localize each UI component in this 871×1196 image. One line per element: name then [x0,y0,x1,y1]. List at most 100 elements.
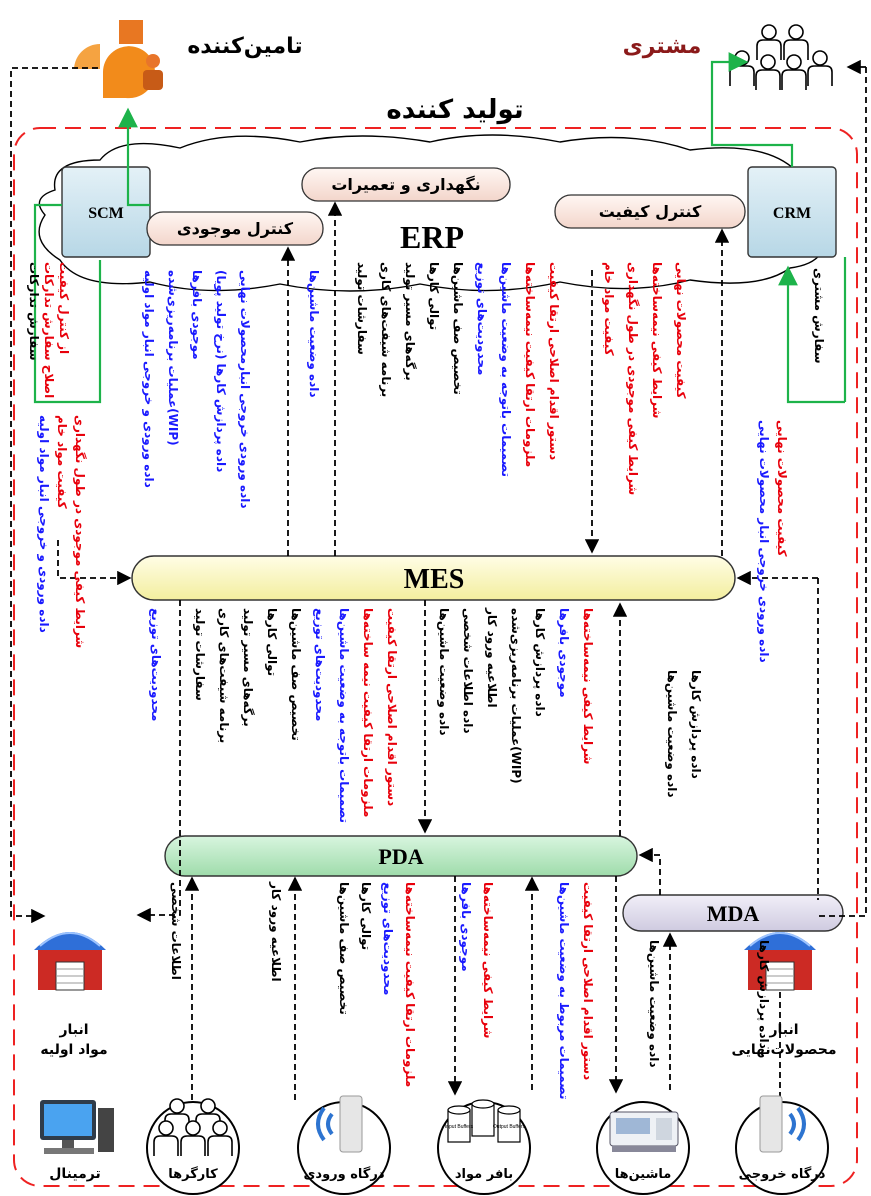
buffers-icon [447,1099,521,1143]
pda-to-buffer-label: ملزومات ارتقا کیفیت نیمه‌ساخته‌ها [402,882,417,1087]
pda-to-mes-label: موجودی بافرها [556,608,571,698]
exit-gate-icon [759,1095,806,1153]
mda-to-pda-label: داده وضعیت ماشین‌ها [664,670,679,798]
scm-left-label: اصلاح سفارش تدارکات [42,262,56,398]
raw-warehouse-line2: مواد اولیه [40,1042,107,1058]
mes-to-inventory-label: داده ورودی خروجی انبارمحصولات نهایی [237,270,252,509]
supplier-icon [74,20,163,99]
buffer-to-pda-label: شرایط کیفی نیمه‌ساخته‌ها [481,882,495,1038]
green-order-flows [33,52,847,404]
mes-to-pda-label: ملزومات ارتقا کیفیت نیمه ساخته‌ها [360,608,375,817]
producer-title: تولید کننده [386,95,523,125]
crm-label: CRM [773,205,811,222]
erp-to-mes-label: برنامه شیفت‌های کاری [379,262,393,397]
final-to-mes-label: کیفیت محصولات نهایی [774,420,789,556]
mes-to-inventory-label: موجودی بافرها [189,270,204,360]
raw-to-mes-label: شرایط کیفی موجودی در طول نگهداری [72,415,87,648]
pda-to-mes-label: داده پردازش کارها [533,608,547,717]
entry-to-pda-label: اطلاعیه ورود کار [268,881,283,982]
scm-left-label: از کنترل کیفیت [57,262,71,354]
pda-to-machines-label: تصمیمات مربوط به وضعیت ماشین‌ها [556,882,571,1099]
erp-to-mes-label: تصمیمات باتوجه به وضعیت ماشین‌ها [498,262,513,477]
final-warehouse-line1: انبار [768,1022,798,1038]
mes-box[interactable] [131,555,736,601]
mes-to-pda-label: برنامه شیفت‌های کاری [217,608,231,743]
mes-to-pda-label: برگه‌های مسیر تولید [240,608,255,727]
maintenance-label: نگهداری و تعمیرات [331,175,480,194]
erp-title: ERP [400,219,464,255]
machine-icon [609,1111,679,1152]
buffer-to-pda-label: موجودی بافرها [458,882,473,972]
output-buffers-label: Output Buffers [493,1124,526,1130]
quality-label: کنترل کیفیت [599,202,702,221]
pda-to-buffer-label: توالی کارها [358,882,373,950]
erp-to-mes-label: تخصیص صف ماشین‌ها [451,262,465,395]
exit-to-mda-label: داده پردازش کارها [757,940,771,1049]
mes-to-quality-label: کیفیت مواد خام [601,262,616,356]
mes-to-maintenance-label: داده وضعیت ماشین‌ها [306,270,321,398]
mes-to-quality-label: شرایط کیفی نیمه‌ساخته‌ها [650,262,664,418]
pda-to-buffer-label: تخصیص صف ماشین‌ها [337,882,351,1015]
erp-to-mes-label: برگه‌های مسیر تولید [402,262,417,381]
mes-label: MES [404,564,465,595]
erp-to-mes-label: توالی کارها [426,262,441,330]
mes-to-quality-label: شرایط کیفی موجودی در طول نگهداری [625,262,640,495]
mes-to-pda-label: تصمیمات باتوجه به وضعیت ماشین‌ها [336,608,351,823]
mes-to-pda-label: توالی کارها [264,608,279,676]
machines-to-mda-label: داده وضعیت ماشین‌ها [646,940,661,1068]
mda-label: MDA [707,901,760,926]
pda-to-machines-label: دستور اقدام اصلاحی ارتقا کیفیت [580,882,595,1080]
scm-left-label: سفارش تدارکات [27,262,41,361]
mes-to-pda-label: سفارشات تولید [192,608,207,701]
terminal-label: ترمینال [49,1166,100,1182]
mda-to-pda-label: داده پردازش کارها [689,670,703,779]
pda-to-mes-label: داده اطلاعات شخصی [461,608,475,734]
terminal-icon [40,1100,114,1154]
mes-to-raw-label: محدودیت‌های توزیع [148,608,163,721]
entry-gate-icon [316,1095,363,1153]
raw-to-mes-label: کیفیت مواد خام [54,415,69,509]
pda-box[interactable] [164,835,638,877]
final-to-mes-label: داده ورودی خروجی انبار محصولات نهایی [756,420,771,663]
entry-gate-label: درگاه ورودی [303,1166,384,1182]
workers-label: کارگرها [168,1166,218,1182]
mes-to-inventory-label: داده پردازش کارها (نرخ تولید پویا) [213,270,228,472]
erp-to-mes-label: ملزومات ارتقا کیفیت نیمه‌ساخته‌ها [522,262,537,467]
exit-gate-label: درگاه خروجی [739,1166,826,1182]
customer-icon [729,24,833,91]
maintenance-module[interactable] [301,167,511,202]
mda-box[interactable] [622,894,844,932]
mes-to-pda-label: محدودیت‌های توزیع [312,608,327,721]
inventory-module[interactable] [146,211,324,246]
pda-to-mes-label: عملیات برنامه‌ریزی‌شده(WIP) [509,608,523,784]
pda-to-mes-label: اطلاعیه ورود کار [484,607,499,708]
buffer-label: بافر مواد [455,1167,513,1182]
pda-to-buffer-label: محدودیت‌های توزیع [380,882,395,995]
erp-to-mes-label: دستور اقدام اصلاحی ارتقا کیفیت [546,262,561,460]
pda-to-mes-label: شرایط کیفی نیمه‌ساخته‌ها [581,608,595,764]
raw-to-mes-label: داده ورودی و خروجی انبار مواد اولیه [36,415,51,633]
workers-to-pda-label: اطلاعات شخصی [169,882,183,980]
quality-module[interactable] [554,194,746,229]
scm-label: SCM [88,205,124,222]
raw-warehouse-line1: انبار [58,1022,88,1038]
inner-dashed-arrows [57,201,819,1100]
final-warehouse-icon [743,931,817,991]
machines-label: ماشین‌ها [615,1167,672,1182]
mes-to-pda-label: دستور اقدام اصلاحی ارتقا کیفیت [384,608,399,806]
inventory-label: کنترل موجودی [177,219,294,238]
final-warehouse-line2: محصولات‌نهایی [732,1042,837,1058]
erp-to-mes-label: محدودیت‌های توزیع [474,262,489,375]
mes-to-inventory-label: عملیات برنامه‌ریزی‌شده(WIP) [166,270,180,446]
producer-boundary [13,127,858,1187]
erp-to-mes-label: سفارشات تولید [354,262,369,355]
raw-warehouse-icon [33,931,107,991]
customer-title: مشتری [623,34,702,59]
mes-to-pda-label: تخصیص صف ماشین‌ها [289,608,303,741]
mes-to-inventory-label: داده ورودی و خروجی انبار مواد اولیه [141,270,156,488]
crm-right-label: سفارش مشتری [812,268,826,364]
pda-to-mes-label: داده وضعیت ماشین‌ها [436,608,451,736]
pda-label: PDA [378,844,423,869]
